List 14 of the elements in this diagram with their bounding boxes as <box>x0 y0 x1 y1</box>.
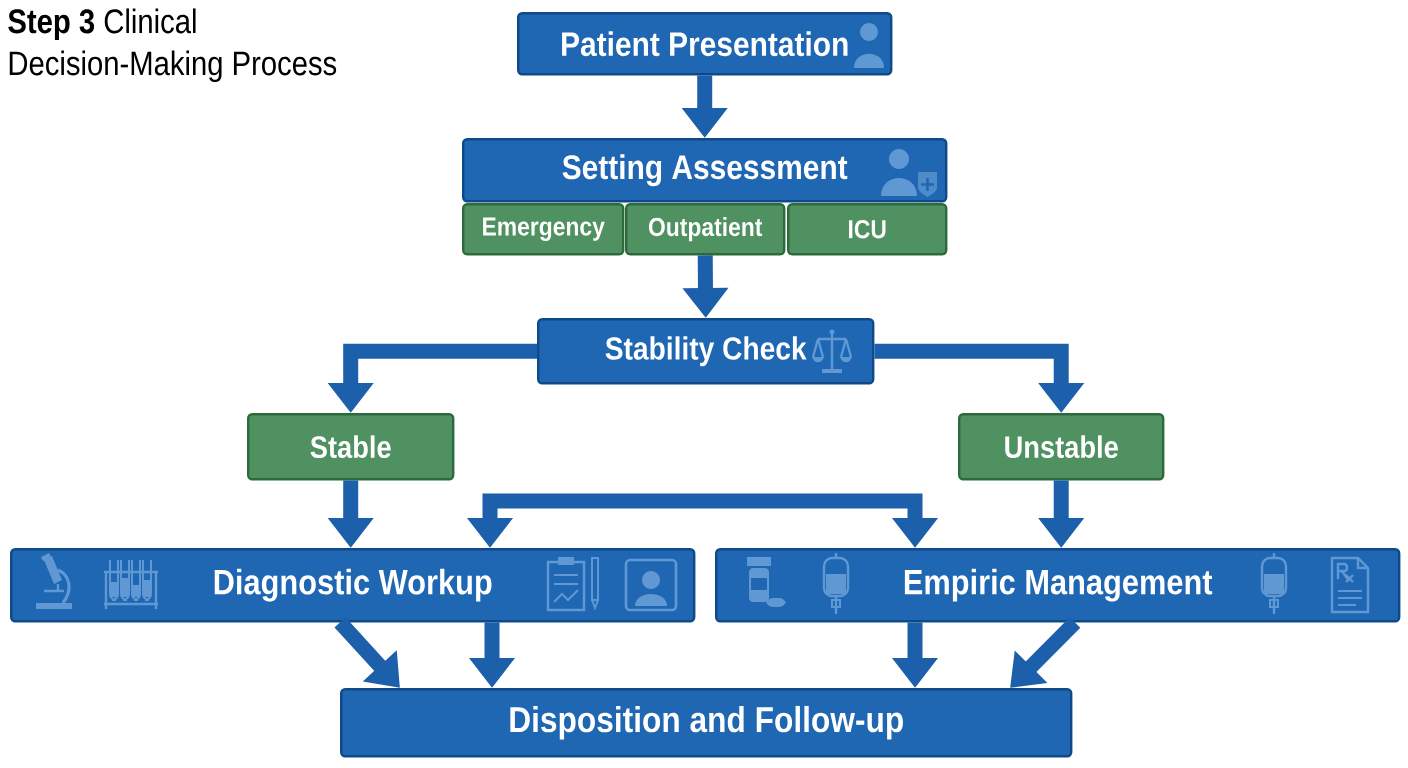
option-box: Outpatient <box>625 203 786 256</box>
arrow <box>1010 617 1081 688</box>
process-box: Empiric Management <box>715 548 1401 623</box>
process-box: Stability Check <box>537 318 875 385</box>
option-box: Unstable <box>958 413 1165 481</box>
process-box: Disposition and Follow-up <box>340 688 1073 758</box>
option-box: ICU <box>787 203 948 256</box>
option-box: Stable <box>247 413 455 481</box>
process-box: Setting Assessment <box>462 138 948 203</box>
process-box: Diagnostic Workup <box>10 548 696 623</box>
title: Step 3 Clinical Decision-Making Process <box>8 8 337 83</box>
arrow <box>334 617 400 688</box>
process-box: Patient Presentation <box>517 12 893 76</box>
option-box: Emergency <box>462 203 625 256</box>
